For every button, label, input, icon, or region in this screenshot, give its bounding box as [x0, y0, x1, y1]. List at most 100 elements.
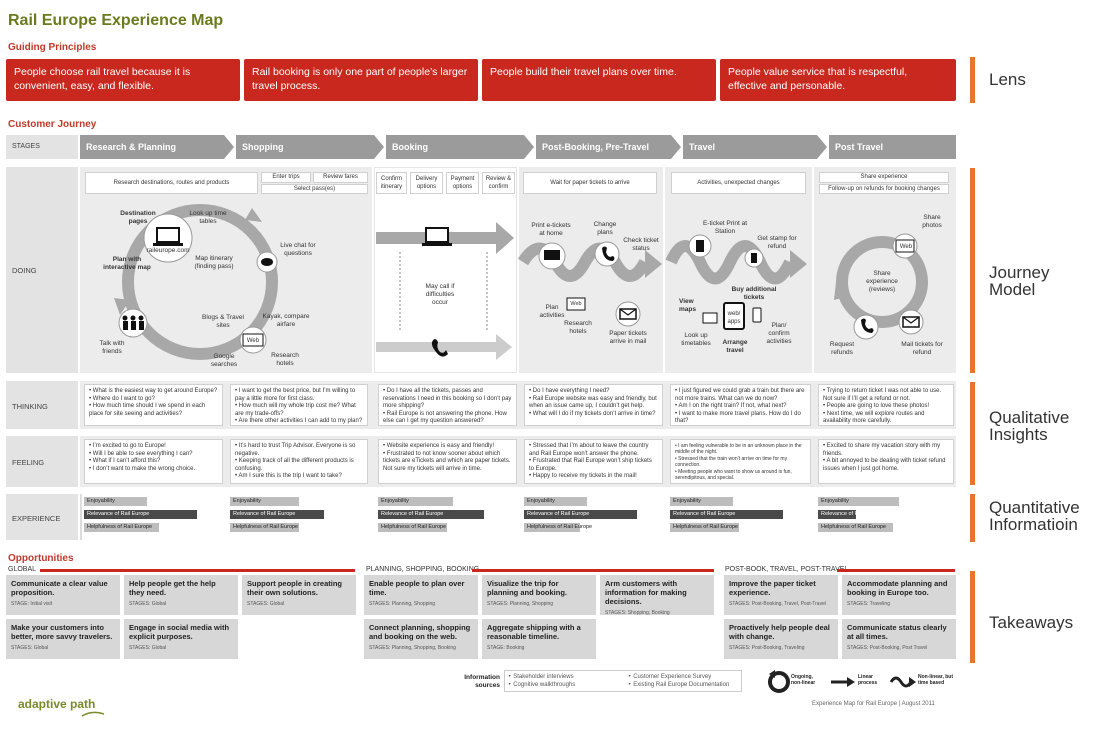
opportunity-card: Aggregate shipping with a reasonable tim…	[482, 619, 596, 659]
friends-icon	[122, 315, 144, 330]
label: Live chat for questions	[280, 242, 316, 257]
web-icon	[242, 333, 264, 347]
note: Confirm itinerary	[376, 172, 407, 194]
stages-bar: Research & Planning Shopping Booking Pos…	[80, 135, 956, 159]
experience-bar: Helpfulness of Rail Europe	[670, 523, 739, 532]
experience-label: EXPERIENCE	[6, 494, 78, 540]
thinking-cell: What is the easiest way to get around Eu…	[84, 384, 223, 426]
label: Destination pages	[120, 210, 156, 225]
label: E-ticket Print at Station	[702, 220, 748, 235]
opportunity-card: Support people in creating their own sol…	[242, 575, 356, 615]
section-bar	[970, 382, 975, 485]
feeling-cell: Website experience is easy and friendly!…	[378, 439, 517, 484]
experience-bar: Enjoyability	[818, 497, 899, 506]
note: Share experience	[819, 172, 949, 183]
label: Web	[570, 301, 582, 307]
note: Activities, unexpected changes	[671, 172, 806, 194]
wave-legend-icon	[889, 676, 913, 688]
logo-swoosh	[81, 711, 105, 717]
web-icon	[895, 239, 915, 253]
label: Plan/ confirm activities	[766, 322, 792, 345]
web-icon	[566, 297, 586, 311]
source-item: ‣ Stakeholder interviews	[508, 674, 574, 680]
section-bar	[970, 494, 975, 542]
thinking-cell: I just figured we could grab a train but…	[670, 384, 811, 426]
chat-icon	[261, 258, 273, 266]
label: Kayak, compare airfare	[262, 313, 310, 328]
feeling-cell: It’s hard to trust Trip Advisor. Everyon…	[230, 439, 368, 484]
doing-label: DOING	[6, 167, 78, 373]
label: View maps	[679, 298, 696, 313]
experience-bar: Relevance of Rail Europe	[378, 510, 484, 519]
feeling-label: FEELING	[6, 436, 78, 487]
principle-card: People choose rail travel because it is …	[6, 59, 240, 101]
laptop-icon	[702, 312, 718, 324]
feeling-cell: Stressed that I’m about to leave the cou…	[524, 439, 663, 484]
opportunity-card: Make your customers into better, more sa…	[6, 619, 120, 659]
phone-icon	[431, 339, 448, 357]
opportunity-card: Improve the paper ticket experience.STAG…	[724, 575, 838, 615]
label: Request refunds	[829, 341, 855, 356]
stage-booking: Booking	[386, 135, 524, 159]
label: Plan with interactive map	[103, 256, 151, 271]
experience-bar: Helpfulness of Rail Europe	[84, 523, 159, 532]
stage-travel: Travel	[683, 135, 817, 159]
sources-box	[504, 670, 742, 692]
phone-icon	[752, 307, 762, 323]
label: Print e-tickets at home	[531, 222, 571, 237]
research-loop	[122, 204, 278, 360]
label: May call if difficulties occur	[425, 283, 455, 306]
stamp-icon	[751, 253, 757, 263]
experience-bar: Helpfulness of Rail Europe	[378, 523, 447, 532]
source-item: ‣ Cognitive walkthroughs	[508, 682, 576, 688]
group-line	[40, 569, 355, 572]
stage-postbooking: Post-Booking, Pre-Travel	[536, 135, 671, 159]
label: Blogs & Travel sites	[202, 314, 244, 329]
journey-label: Journey Model	[989, 263, 1050, 299]
printer-icon	[544, 250, 560, 260]
experience-bar: Enjoyability	[230, 497, 299, 506]
experience-bar: Helpfulness of Rail Europe	[818, 523, 893, 532]
group-posttravel: POST-BOOK, TRAVEL, POST-TRAVEL	[725, 566, 849, 573]
customer-journey-label: Customer Journey	[8, 119, 97, 130]
loop-arrowhead	[245, 208, 262, 222]
label: Get stamp for refund	[757, 235, 797, 250]
source-item: ‣ Existing Rail Europe Documentation	[628, 682, 730, 688]
group-line	[837, 569, 955, 572]
note: Payment options	[446, 172, 479, 194]
label: web/ apps	[727, 311, 741, 325]
tablet-icon	[723, 302, 745, 330]
note: Enter trips	[261, 172, 311, 183]
posttravel-loop	[836, 236, 928, 328]
feeling-cell: I am feeling vulnerable to be in an unkn…	[670, 439, 811, 484]
opportunity-card: Proactively help people deal with change…	[724, 619, 838, 659]
experience-bar: Helpfulness of Rail Europe	[524, 523, 592, 532]
opportunity-card: Visualize the trip for planning and book…	[482, 575, 596, 615]
label: Buy additional tickets	[731, 286, 777, 301]
footer-text: Experience Map for Rail Europe | August …	[812, 701, 935, 707]
principle-card: People build their travel plans over tim…	[482, 59, 716, 101]
opportunity-card: Arm customers with information for makin…	[600, 575, 714, 616]
mail-icon	[619, 308, 637, 320]
feeling-cell: I’m excited to go to Europe!Will I be ab…	[84, 439, 223, 484]
experience-bar: Relevance of Rail Europe	[84, 510, 197, 519]
legend-ongoing: Ongoing, non-linear	[791, 674, 816, 686]
legend-nontime: Non-linear, but time based	[918, 674, 953, 686]
stage-research: Research & Planning	[80, 135, 224, 159]
label: Mail tickets for refund	[901, 341, 943, 356]
label: Paper tickets arrive in mail	[609, 330, 647, 345]
experience-bar: Enjoyability	[84, 497, 147, 506]
label: Google searches	[210, 353, 238, 368]
note: Wait for paper tickets to arrive	[523, 172, 657, 194]
experience-row	[80, 494, 956, 540]
label: Web	[246, 338, 260, 344]
feeling-cell: Excited to share my vacation story with …	[818, 439, 954, 484]
section-bar	[970, 57, 975, 103]
stage-posttravel: Post Travel	[829, 135, 956, 159]
thinking-cell: I want to get the best price, but I’m wi…	[230, 384, 368, 426]
takeaways-label: Takeaways	[989, 613, 1074, 632]
source-item: ‣ Customer Experience Survey	[628, 674, 712, 680]
label: Map itinerary (finding pass)	[194, 255, 234, 270]
label: Web	[899, 244, 913, 250]
note: Select pass(es)	[261, 184, 368, 194]
